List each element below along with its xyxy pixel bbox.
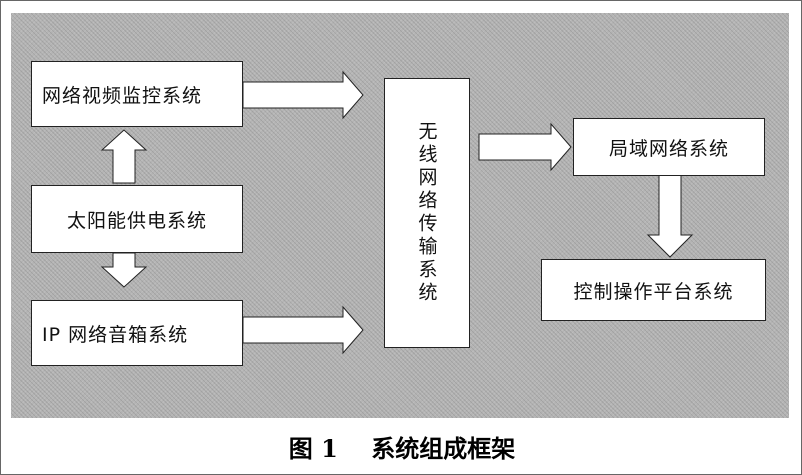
box-lan-label: 局域网络系统 xyxy=(608,137,729,160)
caption-figure-number: 图 1 xyxy=(288,434,338,463)
figure-caption: 图 1 系统组成框架 xyxy=(1,429,802,464)
arrow-solar-to-video xyxy=(100,129,148,184)
box-solar-label: 太阳能供电系统 xyxy=(66,209,207,232)
box-control-label: 控制操作平台系统 xyxy=(573,280,734,303)
box-ip-speaker-system: IP 网络音箱系统 xyxy=(31,300,243,366)
box-solar-power-system: 太阳能供电系统 xyxy=(31,185,243,253)
caption-title: 系统组成框架 xyxy=(371,434,516,463)
diagram-area: 网络视频监控系统 太阳能供电系统 IP 网络音箱系统 无线网络传输系统 局域网络… xyxy=(11,13,789,418)
box-video-surveillance-system: 网络视频监控系统 xyxy=(31,61,243,127)
box-video-label: 网络视频监控系统 xyxy=(42,84,203,107)
box-wireless-label: 无线网络传输系统 xyxy=(415,121,438,305)
arrows-layer xyxy=(100,70,694,355)
arrow-wireless-to-lan xyxy=(478,122,572,172)
box-control-platform-system: 控制操作平台系统 xyxy=(541,259,766,321)
arrow-ip-to-wireless xyxy=(242,305,364,355)
box-ip-speaker-label: IP 网络音箱系统 xyxy=(42,323,189,346)
arrow-video-to-wireless xyxy=(242,70,364,120)
arrow-lan-to-control xyxy=(646,174,694,258)
box-wireless-transmission-system: 无线网络传输系统 xyxy=(384,78,470,348)
arrow-solar-to-ip xyxy=(100,252,148,288)
box-lan-system: 局域网络系统 xyxy=(573,118,765,176)
